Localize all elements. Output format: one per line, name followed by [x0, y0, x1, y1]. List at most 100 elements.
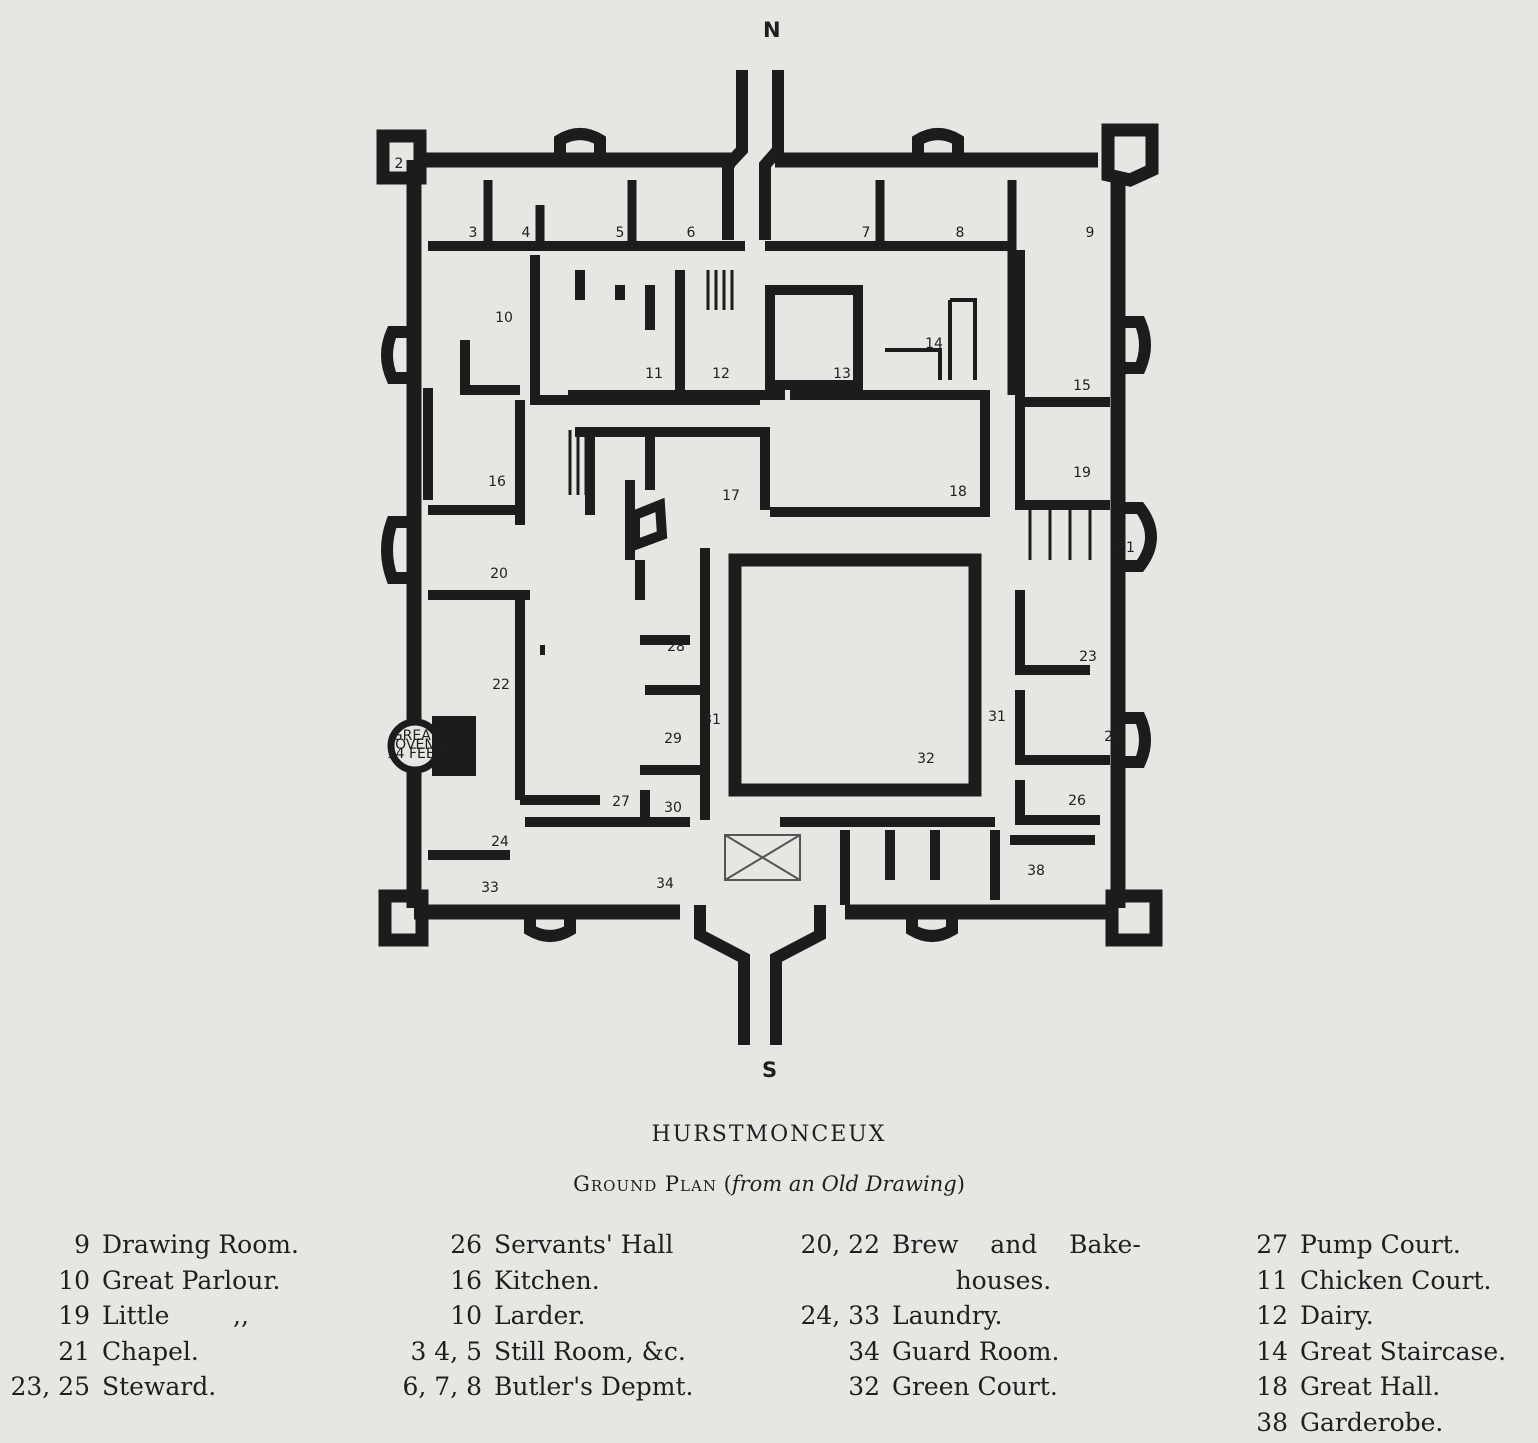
legend-label: Great Hall.	[1300, 1372, 1440, 1401]
legend-label: Garderobe.	[1300, 1408, 1443, 1437]
legend-label: Chapel.	[102, 1337, 199, 1366]
tower-ne	[1108, 130, 1152, 180]
tower-sw	[385, 896, 422, 940]
subtitle-close: )	[957, 1172, 965, 1196]
legend-number: 3 4, 5	[390, 1337, 482, 1366]
room-number-31: 31	[988, 709, 1006, 725]
room-number-19: 19	[1073, 465, 1091, 481]
room-number-2: 2	[395, 156, 404, 172]
legend-number: 6, 7, 8	[390, 1372, 482, 1401]
plan-title: HURSTMONCEUX	[0, 1122, 1538, 1147]
room-number-8: 8	[956, 225, 965, 241]
subtitle-italic: from an Old Drawing	[732, 1172, 957, 1196]
room-number-9: 9	[1086, 225, 1095, 241]
plan-walls	[383, 70, 1156, 1045]
legend-number: 14	[1200, 1337, 1288, 1366]
legend-label: Great Staircase.	[1300, 1337, 1506, 1366]
room-number-29: 29	[664, 731, 682, 747]
great-oven: GREAT OVEN 14 FEET	[387, 716, 476, 776]
room-number-15: 15	[1073, 378, 1091, 394]
legend-number: 38	[1200, 1408, 1288, 1437]
room-number-32: 32	[917, 751, 935, 767]
legend-label: Servants' Hall	[494, 1230, 673, 1259]
legend-label: Still Room, &c.	[494, 1337, 686, 1366]
room-number-6: 6	[687, 225, 696, 241]
compass-south: S	[762, 1058, 777, 1082]
north-gate	[728, 70, 778, 240]
room-number-4: 4	[522, 225, 531, 241]
legend-label: Guard Room.	[892, 1337, 1059, 1366]
gate-passage-cross	[725, 835, 800, 880]
legend-number: 21	[0, 1337, 90, 1366]
legend-label: Larder.	[494, 1301, 585, 1330]
room-number-38: 38	[1027, 863, 1045, 879]
legend-number: 9	[0, 1230, 90, 1259]
legend-label: Pump Court.	[1300, 1230, 1461, 1259]
room-number-18: 18	[949, 484, 967, 500]
green-court	[735, 560, 975, 790]
compass-north: N	[763, 18, 781, 42]
subtitle-prefix: Ground Plan	[573, 1172, 717, 1196]
legend-number: 10	[0, 1266, 90, 1295]
legend-row: houses.	[790, 1266, 880, 1302]
legend-label: Chicken Court.	[1300, 1266, 1491, 1295]
legend-number: 16	[390, 1266, 482, 1295]
subtitle-open: (	[717, 1172, 732, 1196]
legend-label: Great Parlour.	[102, 1266, 280, 1295]
room-number-22: 22	[492, 677, 510, 693]
legend-number: 11	[1200, 1266, 1288, 1295]
room-number-20: 20	[490, 566, 508, 582]
room-number-17: 17	[722, 488, 740, 504]
legend-label: Laundry.	[892, 1301, 1002, 1330]
room-number-27: 27	[612, 794, 630, 810]
legend-number: 24, 33	[790, 1301, 880, 1330]
legend-number: 23, 25	[0, 1372, 90, 1401]
legend-number: 20, 22	[790, 1230, 880, 1259]
room-number-12: 12	[712, 366, 730, 382]
room-number-30: 30	[664, 800, 682, 816]
legend-label: Little ,,	[102, 1301, 249, 1330]
room-number-34: 34	[656, 876, 674, 892]
room-number-25: 25	[1104, 729, 1122, 745]
legend-label: Drawing Room.	[102, 1230, 299, 1259]
legend-label: Brew and Bake-	[892, 1230, 1141, 1259]
legend-label: Green Court.	[892, 1372, 1058, 1401]
legend-label: Kitchen.	[494, 1266, 600, 1295]
legend-label: Butler's Depmt.	[494, 1372, 693, 1401]
oven-label-line3: 14 FEET	[387, 746, 444, 762]
legend-label: Steward.	[102, 1372, 216, 1401]
legend-label: houses.	[892, 1266, 1051, 1295]
legend-number: 19	[0, 1301, 90, 1330]
room-number-21: 21	[1117, 540, 1135, 556]
legend-number: 32	[790, 1372, 880, 1401]
room-number-10: 10	[495, 310, 513, 326]
legend-number: 18	[1200, 1372, 1288, 1401]
room-number-3: 3	[469, 225, 478, 241]
legend-number: 12	[1200, 1301, 1288, 1330]
room-number-7: 7	[862, 225, 871, 241]
room-number-11: 11	[645, 366, 663, 382]
legend-number: 27	[1200, 1230, 1288, 1259]
room-number-33: 33	[481, 880, 499, 896]
room-number-16: 16	[488, 474, 506, 490]
